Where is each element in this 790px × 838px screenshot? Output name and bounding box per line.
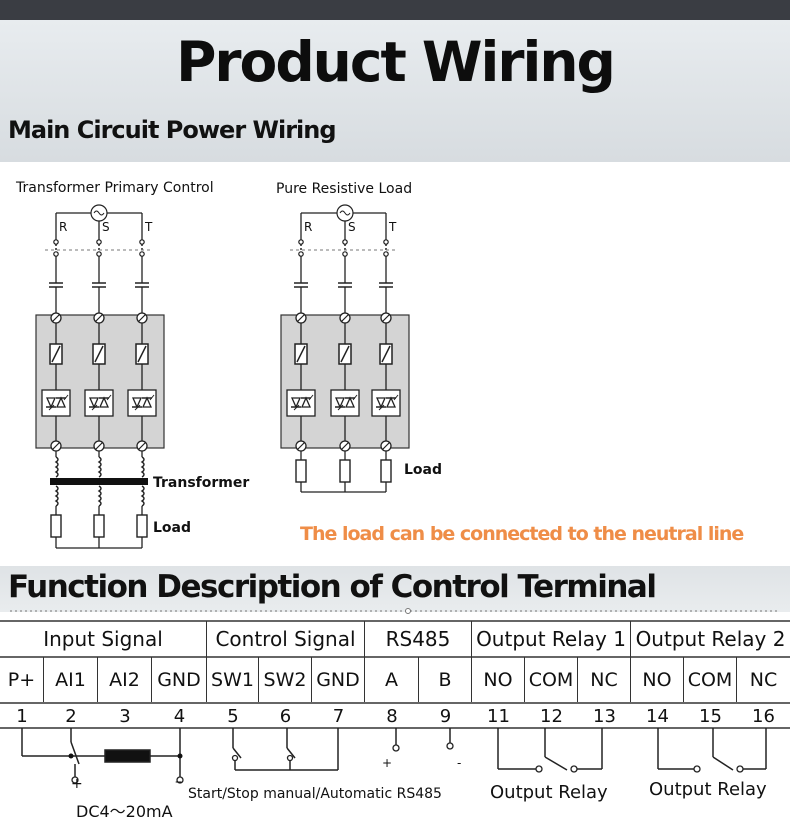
transformer-label: Transformer — [153, 475, 250, 491]
section-main-circuit-title: Main Circuit Power Wiring — [8, 116, 337, 144]
terminal-label-a: A — [365, 657, 419, 702]
dc-plus-sign: + — [71, 776, 83, 792]
pure-resistive-caption: Pure Resistive Load — [276, 181, 413, 197]
terminal-number-16: 16 — [752, 705, 775, 727]
pure-resistive-diagram — [280, 204, 410, 493]
group-control-signal: Control Signal — [207, 621, 365, 657]
terminal-number-1: 1 — [16, 705, 28, 727]
phase-label-t-right: T — [389, 220, 397, 234]
terminal-label-p-plus: P+ — [0, 657, 44, 702]
terminal-number-9: 9 — [439, 705, 452, 727]
terminal-number-14: 14 — [646, 705, 669, 727]
terminal-number-8: 8 — [386, 705, 398, 727]
terminal-number-11: 11 — [487, 705, 510, 727]
page-title: Product Wiring — [176, 30, 616, 94]
top-bar — [0, 0, 790, 20]
dc-minus-sign: – — [175, 774, 182, 790]
terminal-label-sw2: SW2 — [259, 657, 312, 702]
terminal-label-ai2: AI2 — [98, 657, 152, 702]
transformer-primary-caption: Transformer Primary Control — [16, 180, 214, 196]
dc-range-label: DC4～20mA — [76, 802, 173, 821]
group-output-relay-2: Output Relay 2 — [635, 627, 786, 651]
terminal-label-nc-2: NC — [749, 668, 778, 691]
terminal-number-12: 12 — [540, 705, 563, 727]
group-output-relay-1: Output Relay 1 — [472, 621, 631, 657]
phase-label-r-right: R — [304, 220, 313, 234]
rs485-plus-sign: + — [382, 756, 393, 770]
terminal-number-2: 2 — [65, 705, 77, 727]
terminal-label-b: B — [419, 657, 472, 702]
neutral-line-note: The load can be connected to the neutral… — [300, 523, 744, 545]
terminal-label-sw1: SW1 — [207, 657, 259, 702]
terminal-label-gnd-2: GND — [312, 657, 365, 702]
phase-label-s-right: S — [348, 220, 356, 234]
load-label-left: Load — [153, 520, 192, 536]
terminal-number-5: 5 — [227, 705, 239, 727]
terminal-label-com-1: COM — [525, 657, 578, 702]
terminal-number-4: 4 — [173, 705, 186, 727]
terminal-section-band — [0, 566, 790, 612]
load-label-right: Load — [404, 462, 443, 478]
terminal-label-no-2: NO — [631, 657, 684, 702]
terminal-label-no-1: NO — [472, 657, 525, 702]
terminal-number-13: 13 — [593, 705, 616, 727]
rs485-minus-sign: - — [457, 756, 462, 770]
phase-label-r: R — [59, 220, 68, 234]
phase-label-t: T — [145, 220, 153, 234]
phase-label-s: S — [102, 220, 110, 234]
group-input-signal: Input Signal — [0, 621, 207, 657]
terminal-number-7: 7 — [332, 705, 345, 727]
terminal-table: Input Signal Control Signal RS485 Output… — [0, 621, 790, 728]
terminal-label-ai1: AI1 — [44, 657, 98, 702]
output-relay-label-2: Output Relay — [649, 779, 767, 800]
terminal-number-15: 15 — [699, 705, 722, 727]
start-stop-label: Start/Stop manual/Automatic RS485 — [188, 786, 442, 802]
terminal-label-gnd-1: GND — [152, 657, 207, 702]
group-rs485: RS485 — [365, 621, 472, 657]
header-band — [0, 20, 790, 162]
transformer-primary-diagram — [35, 204, 165, 549]
terminal-number-6: 6 — [279, 705, 292, 727]
main-circuit-diagrams — [35, 204, 410, 549]
terminal-label-com-2: COM — [684, 657, 737, 702]
terminal-number-3: 3 — [119, 705, 131, 727]
terminal-label-nc-1: NC — [578, 657, 631, 702]
output-relay-label-1: Output Relay — [490, 782, 608, 803]
section-terminal-title: Function Description of Control Terminal — [8, 569, 657, 605]
